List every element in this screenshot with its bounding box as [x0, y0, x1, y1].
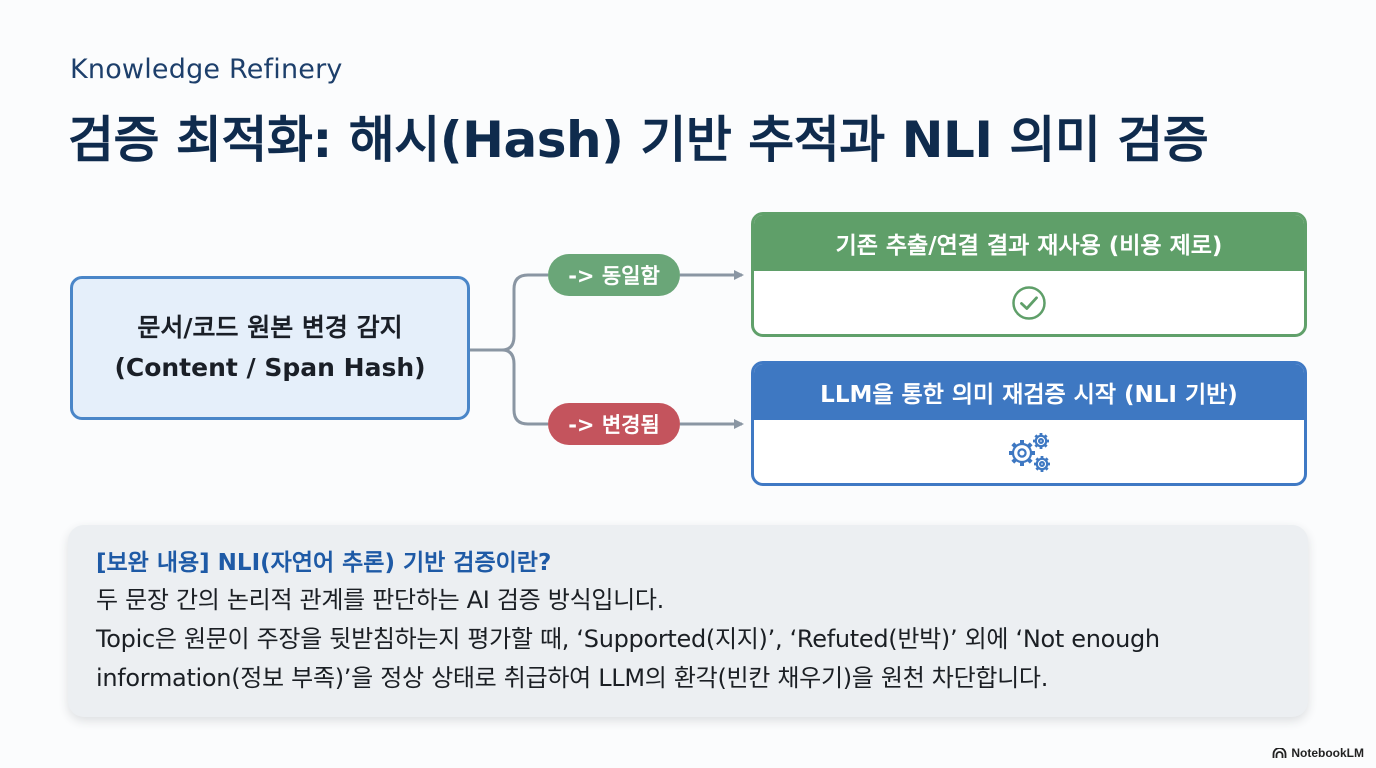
info-line: Topic은 원문이 주장을 뒷받침하는지 평가할 때, ‘Supported(… — [96, 625, 1160, 653]
info-line: information(정보 부족)’을 정상 상태로 취급하여 LLM의 환각… — [96, 664, 1049, 692]
subtitle: Knowledge Refinery — [70, 54, 343, 85]
same-branch-pill: -> 동일함 — [548, 254, 680, 296]
connector-upper-branch — [501, 273, 548, 352]
verify-result-body — [754, 420, 1304, 483]
reuse-result-title: 기존 추출/연결 결과 재사용 (비용 제로) — [754, 215, 1304, 271]
gears-icon — [1009, 432, 1050, 472]
info-heading: [보완 내용] NLI(자연어 추론) 기반 검증이란? — [96, 550, 552, 576]
change-detection-box: 문서/코드 원본 변경 감지 (Content / Span Hash) — [70, 276, 470, 420]
change-detection-label: 문서/코드 원본 변경 감지 — [137, 313, 403, 342]
verify-result-card: LLM을 통한 의미 재검증 시작 (NLI 기반) — [751, 361, 1307, 486]
notebooklm-logo-icon — [1272, 747, 1287, 758]
info-line: 두 문장 간의 논리적 관계를 판단하는 AI 검증 방식입니다. — [96, 586, 665, 614]
changed-branch-pill: -> 변경됨 — [548, 403, 680, 445]
page-title: 검증 최적화: 해시(Hash) 기반 추적과 NLI 의미 검증 — [68, 111, 1209, 169]
nli-info-panel: [보완 내용] NLI(자연어 추론) 기반 검증이란? 두 문장 간의 논리적… — [68, 525, 1308, 717]
notebooklm-watermark: NotebookLM — [1272, 746, 1364, 760]
change-detection-hash-label: (Content / Span Hash) — [114, 353, 426, 382]
verify-result-title: LLM을 통한 의미 재검증 시작 (NLI 기반) — [754, 364, 1304, 420]
connector-lower-branch — [501, 348, 548, 426]
brand-label: NotebookLM — [1291, 746, 1364, 760]
check-circle-icon — [1012, 285, 1046, 320]
reuse-result-body — [754, 271, 1304, 334]
reuse-result-card: 기존 추출/연결 결과 재사용 (비용 제로) — [751, 212, 1307, 337]
